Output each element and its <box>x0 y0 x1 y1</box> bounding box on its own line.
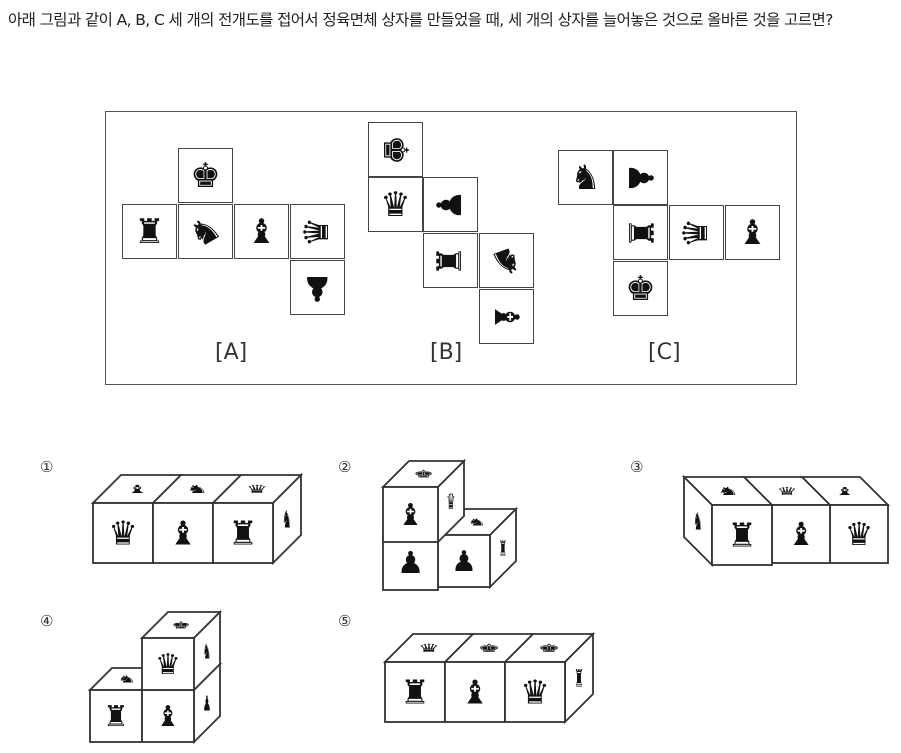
net-face: ♞ <box>558 150 613 205</box>
chess-piece-icon: ♜ <box>103 699 129 733</box>
net-face: ♚ <box>178 148 233 203</box>
chess-piece-icon: ♛ <box>520 673 550 712</box>
net-face: ♚ <box>368 122 423 177</box>
chess-piece-icon: ♜ <box>499 536 507 561</box>
net-face: ♜ <box>122 204 177 259</box>
chess-piece-icon: ♞ <box>186 483 209 496</box>
option-number-5[interactable]: ⑤ <box>338 612 352 630</box>
cube <box>380 458 467 545</box>
net-face: ♜ <box>423 233 478 288</box>
chess-piece-icon: ♛ <box>108 514 138 553</box>
net-face: ♛ <box>368 177 423 232</box>
chess-piece-icon: ♝ <box>155 699 181 733</box>
net-face: ♟ <box>423 177 478 232</box>
net-label: [B] <box>430 340 463 365</box>
cube <box>210 472 304 566</box>
chess-piece-icon: ♛ <box>246 483 269 496</box>
chess-piece-icon: ♜ <box>134 211 165 252</box>
chess-piece-icon: ♟ <box>397 546 424 581</box>
option-number-3[interactable]: ③ <box>630 458 644 476</box>
chess-piece-icon: ♝ <box>737 212 768 253</box>
chess-piece-icon: ♚ <box>538 642 561 655</box>
question-text: 아래 그림과 같이 A, B, C 세 개의 전개도를 접어서 정육면체 상자를… <box>8 11 833 29</box>
chess-piece-icon: ♝ <box>126 483 149 496</box>
chess-piece-icon: ♞ <box>203 639 211 664</box>
chess-piece-icon: ♞ <box>467 516 487 528</box>
chess-piece-icon: ♚ <box>171 619 191 631</box>
net-face: ♜ <box>613 205 668 260</box>
chess-piece-icon: ♝ <box>168 514 198 553</box>
net-face: ♟ <box>290 260 345 315</box>
chess-piece-icon: ♜ <box>228 514 258 553</box>
net-label: [C] <box>648 340 681 365</box>
chess-piece-icon: ♚ <box>190 155 221 196</box>
chess-piece-icon: ♞ <box>693 509 703 536</box>
chess-piece-icon: ♞ <box>717 485 740 498</box>
chess-piece-icon: ♛ <box>155 647 181 681</box>
option-number-1[interactable]: ① <box>40 458 54 476</box>
chess-piece-icon: ♟ <box>451 544 477 578</box>
net-face: ♝ <box>725 205 780 260</box>
chess-piece-icon: ♜ <box>574 666 584 693</box>
net-face: ♞ <box>479 233 534 288</box>
cube <box>139 609 223 693</box>
cube <box>681 474 775 568</box>
cube <box>90 474 184 564</box>
chess-piece-icon: ♞ <box>570 157 601 198</box>
option-number-4[interactable]: ④ <box>40 612 54 630</box>
option-number-2[interactable]: ② <box>338 458 352 476</box>
chess-piece-icon: ♝ <box>834 485 856 498</box>
chess-piece-icon: ♛ <box>845 515 874 553</box>
chess-piece-icon: ♞ <box>282 507 292 534</box>
net-face: ♞ <box>178 204 233 259</box>
net-face: ♚ <box>613 261 668 316</box>
chess-piece-icon: ♛ <box>776 485 798 498</box>
net-face: ♛ <box>290 204 345 259</box>
chess-piece-icon: ♛ <box>380 184 411 225</box>
net-face: ♛ <box>669 205 724 260</box>
chess-piece-icon: ♚ <box>413 468 434 480</box>
net-label: [A] <box>215 340 248 365</box>
net-face: ♝ <box>479 289 534 344</box>
chess-piece-icon: ♝ <box>787 515 816 553</box>
chess-piece-icon: ♜ <box>727 516 757 555</box>
chess-piece-icon: ♛ <box>447 490 456 516</box>
cube <box>502 631 596 725</box>
chess-piece-icon: ♝ <box>246 211 277 252</box>
chess-piece-icon: ♝ <box>397 498 424 533</box>
chess-piece-icon: ♛ <box>418 642 441 655</box>
chess-piece-icon: ♚ <box>625 268 656 309</box>
chess-piece-icon: ♝ <box>460 673 490 712</box>
net-face: ♝ <box>234 204 289 259</box>
chess-piece-icon: ♜ <box>400 673 430 712</box>
nets-panel <box>105 111 797 385</box>
net-face: ♟ <box>613 150 668 205</box>
chess-piece-icon: ♟ <box>203 691 211 716</box>
chess-piece-icon: ♞ <box>117 673 137 685</box>
chess-piece-icon: ♚ <box>478 642 501 655</box>
